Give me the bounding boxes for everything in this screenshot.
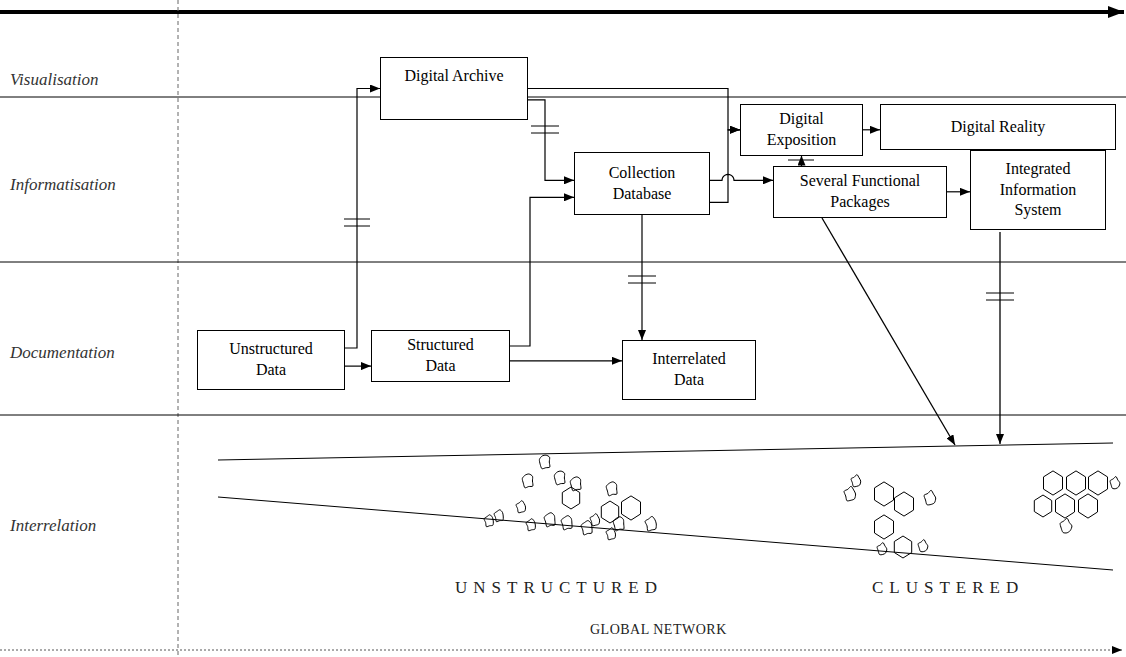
box-text: Collection Database	[592, 163, 692, 205]
box-text: Structured Data	[396, 335, 486, 377]
arrow-connector	[863, 129, 880, 130]
process-box: Digital Exposition	[740, 104, 863, 156]
blob-shape	[606, 528, 615, 540]
blob-shape	[539, 455, 550, 469]
blob-shape	[844, 486, 856, 501]
blob-shape	[1060, 518, 1072, 533]
row-separator	[0, 97, 1126, 415]
blob-shape	[554, 471, 565, 485]
hexagon-cluster	[1079, 494, 1098, 518]
hexagon-cluster	[875, 482, 894, 506]
blob-shape	[484, 515, 493, 527]
hexagon-cluster	[895, 492, 914, 516]
arrow-connector	[345, 89, 380, 349]
hexagon-cluster	[1089, 471, 1108, 495]
process-box: Digital Archive	[380, 57, 528, 120]
blob-shape	[877, 543, 887, 555]
row-label: Visualisation	[10, 70, 98, 90]
hexagon-cluster	[601, 501, 618, 523]
blob-shape	[924, 490, 936, 505]
network-label: UNSTRUCTURED	[455, 578, 663, 598]
box-text: Digital Reality	[951, 117, 1046, 138]
blob-shape	[522, 474, 533, 488]
time-axis	[0, 10, 1124, 14]
arrow-connector	[947, 191, 970, 192]
box-text: Interrelated Data	[642, 349, 737, 391]
box-text: Several Functional Packages	[790, 171, 930, 213]
hexagon-cluster	[1067, 471, 1086, 495]
hexagon-cluster	[894, 536, 911, 558]
blob-shape	[645, 516, 656, 531]
row-label: Interrelation	[10, 516, 96, 536]
divider-line	[178, 0, 179, 657]
arrow-connector	[345, 366, 371, 367]
blob-shape	[494, 510, 503, 522]
blob-shape	[526, 519, 535, 531]
process-box: Integrated Information System	[970, 150, 1106, 230]
hexagon-cluster	[875, 515, 894, 539]
arrow-connector	[528, 100, 574, 181]
box-text: Digital Exposition	[757, 109, 847, 151]
process-box: Digital Reality	[880, 104, 1116, 150]
arrow-connector	[801, 156, 802, 166]
blob-shape	[590, 514, 600, 526]
arrow-connector	[510, 197, 574, 346]
blob-shape	[516, 501, 525, 513]
blob-shape	[918, 540, 928, 552]
box-text: Unstructured Data	[221, 339, 321, 381]
hexagon-cluster	[562, 487, 579, 509]
network-label: CLUSTERED	[872, 578, 1024, 598]
box-text: Integrated Information System	[988, 159, 1088, 221]
network-shapes	[484, 455, 1120, 558]
blob-shape	[1110, 477, 1120, 489]
arrow-connector	[710, 174, 773, 180]
blob-shape	[581, 521, 592, 535]
arrow-connector	[528, 89, 740, 130]
hexagon-cluster	[622, 496, 641, 520]
hexagon-cluster	[1034, 495, 1051, 517]
network-arrow	[822, 218, 1000, 445]
arrow-connector	[510, 360, 622, 361]
blob-shape	[606, 482, 617, 496]
network-funnel	[218, 443, 1113, 570]
arrow-connector	[641, 215, 642, 340]
blob-shape	[613, 517, 624, 531]
row-label: Documentation	[10, 343, 115, 363]
arrow-connector	[710, 130, 740, 203]
hexagon-cluster	[1044, 471, 1063, 495]
process-box: Interrelated Data	[622, 340, 756, 400]
network-label: GLOBAL NETWORK	[590, 622, 727, 638]
break-mark	[344, 126, 1014, 300]
bottom-axis	[0, 650, 1122, 651]
process-box: Several Functional Packages	[773, 166, 947, 218]
process-box: Collection Database	[574, 152, 710, 215]
blob-shape	[561, 516, 572, 530]
process-box: Structured Data	[371, 330, 510, 382]
blob-shape	[544, 513, 555, 527]
blob-shape	[851, 475, 861, 487]
box-text: Digital Archive	[404, 66, 503, 87]
blob-shape	[570, 477, 581, 491]
process-box: Unstructured Data	[197, 330, 345, 390]
row-label: Informatisation	[10, 175, 116, 195]
hexagon-cluster	[1056, 494, 1075, 518]
